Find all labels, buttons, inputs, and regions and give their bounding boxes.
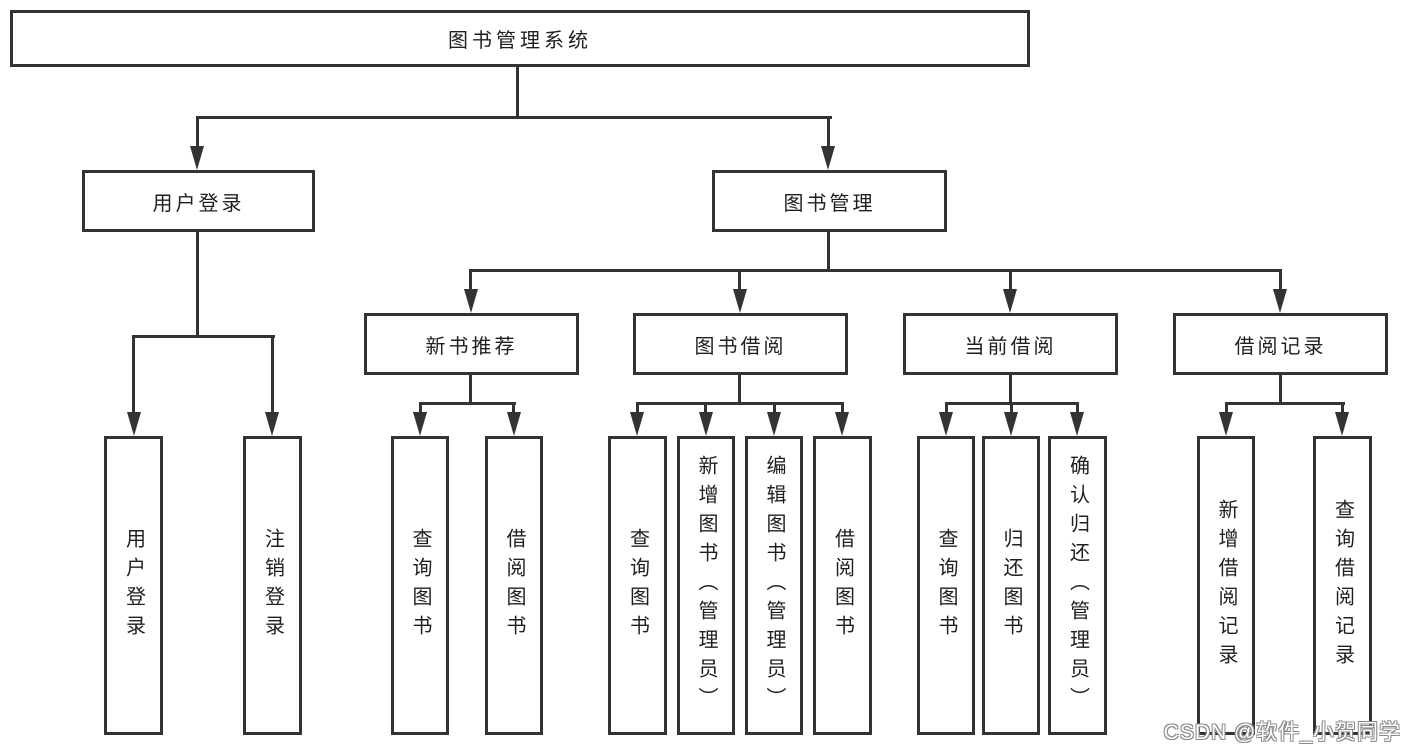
connector-line <box>636 405 639 415</box>
node-borrowing-records: 借阅记录 <box>1173 313 1388 375</box>
connector-line <box>945 402 1079 405</box>
arrow-down-icon <box>127 412 141 436</box>
leaf-add-books-admin-label: 新增图书（管理员） <box>695 455 717 716</box>
connector-line <box>1009 375 1012 404</box>
arrow-down-icon <box>630 412 644 436</box>
leaf-query-borrow-record: 查询借阅记录 <box>1313 436 1372 735</box>
leaf-query-books-current: 查询图书 <box>917 436 975 735</box>
connector-line <box>1279 272 1282 292</box>
leaf-confirm-return-admin-label: 确认归还（管理员） <box>1066 455 1089 716</box>
connector-line <box>704 405 707 415</box>
arrow-down-icon <box>821 146 835 170</box>
node-library-system: 图书管理系统 <box>10 10 1030 67</box>
connector-line <box>196 119 199 149</box>
connector-line <box>512 405 515 415</box>
connector-line <box>738 272 741 292</box>
arrow-down-icon <box>1273 289 1287 313</box>
connector-line <box>636 402 844 405</box>
connector-line <box>132 338 135 414</box>
arrow-down-icon <box>733 289 747 313</box>
connector-line <box>1076 405 1079 415</box>
leaf-return-books-label: 归还图书 <box>1000 527 1022 644</box>
leaf-edit-books-admin-label: 编辑图书（管理员） <box>763 455 785 716</box>
connector-line <box>1279 375 1282 404</box>
arrow-down-icon <box>1335 412 1349 436</box>
leaf-add-books-admin: 新增图书（管理员） <box>677 436 735 735</box>
connector-line <box>1225 405 1228 415</box>
node-user-login: 用户登录 <box>82 170 315 232</box>
node-borrowing-records-label: 借阅记录 <box>1234 335 1327 358</box>
node-current-borrowing-label: 当前借阅 <box>964 335 1057 358</box>
node-new-book-recommend-label: 新书推荐 <box>425 335 518 358</box>
leaf-borrow-books-borrow: 借阅图书 <box>813 436 872 735</box>
arrow-down-icon <box>1070 412 1084 436</box>
arrow-down-icon <box>767 412 781 436</box>
node-book-borrowing: 图书借阅 <box>633 313 848 375</box>
leaf-query-books-borrow-label: 查询图书 <box>626 527 649 644</box>
connector-line <box>773 405 776 415</box>
connector-line <box>132 335 275 338</box>
leaf-user-login-label: 用户登录 <box>122 527 145 644</box>
node-user-login-label: 用户登录 <box>152 192 245 215</box>
node-book-management-label: 图书管理 <box>783 192 876 215</box>
leaf-add-borrow-record: 新增借阅记录 <box>1197 436 1255 735</box>
connector-line <box>1010 405 1013 415</box>
connector-line <box>945 405 948 415</box>
leaf-borrow-books-borrow-label: 借阅图书 <box>831 527 854 644</box>
connector-line <box>469 375 472 404</box>
arrow-down-icon <box>464 289 478 313</box>
connector-line <box>419 405 422 415</box>
leaf-query-books-newbooks: 查询图书 <box>391 436 449 735</box>
leaf-logout-label: 注销登录 <box>261 527 284 644</box>
arrow-down-icon <box>190 146 204 170</box>
connector-line <box>469 272 472 292</box>
leaf-borrow-books-newbooks-label: 借阅图书 <box>503 527 525 644</box>
connector-line <box>1341 405 1344 415</box>
connector-line <box>469 269 1282 272</box>
arrow-down-icon <box>699 412 713 436</box>
leaf-query-borrow-record-label: 查询借阅记录 <box>1331 498 1354 673</box>
csdn-watermark: CSDN @软件_小贺同学 <box>1163 721 1401 744</box>
node-library-system-label: 图书管理系统 <box>448 30 592 52</box>
leaf-borrow-books-newbooks: 借阅图书 <box>485 436 543 735</box>
leaf-query-books-newbooks-label: 查询图书 <box>409 527 431 644</box>
connector-line <box>738 375 741 404</box>
connector-line <box>827 232 830 271</box>
arrow-down-icon <box>265 412 279 436</box>
node-current-borrowing: 当前借阅 <box>903 313 1118 375</box>
arrow-down-icon <box>1004 412 1018 436</box>
leaf-query-books-current-label: 查询图书 <box>935 527 957 644</box>
arrow-down-icon <box>835 412 849 436</box>
arrow-down-icon <box>1003 289 1017 313</box>
node-book-management: 图书管理 <box>712 170 947 232</box>
arrow-down-icon <box>1219 412 1233 436</box>
connector-line <box>1009 272 1012 292</box>
connector-line <box>516 67 519 118</box>
connector-line <box>196 116 832 119</box>
leaf-user-login: 用户登录 <box>104 436 163 735</box>
leaf-confirm-return-admin: 确认归还（管理员） <box>1048 436 1107 735</box>
connector-line <box>419 402 516 405</box>
leaf-logout: 注销登录 <box>243 436 302 735</box>
node-book-borrowing-label: 图书借阅 <box>694 335 787 358</box>
node-new-book-recommend: 新书推荐 <box>364 313 579 375</box>
connector-line <box>827 119 830 149</box>
connector-line <box>841 405 844 415</box>
arrow-down-icon <box>507 412 521 436</box>
connector-line <box>1225 402 1345 405</box>
connector-line <box>196 232 199 337</box>
leaf-query-books-borrow: 查询图书 <box>608 436 667 735</box>
leaf-edit-books-admin: 编辑图书（管理员） <box>745 436 803 735</box>
leaf-return-books: 归还图书 <box>982 436 1040 735</box>
arrow-down-icon <box>413 412 427 436</box>
connector-line <box>271 338 274 414</box>
arrow-down-icon <box>939 412 953 436</box>
leaf-add-borrow-record-label: 新增借阅记录 <box>1215 498 1237 673</box>
